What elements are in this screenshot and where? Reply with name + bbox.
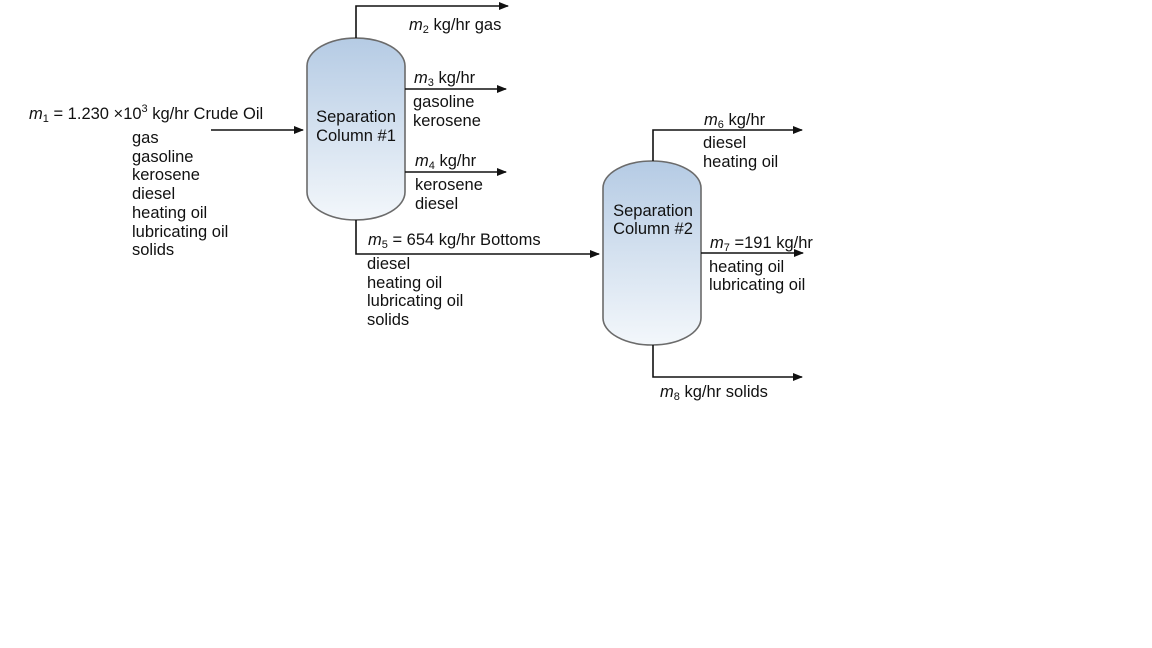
stream-m2-label: m2 kg/hr gas [409,16,501,36]
stream-m7: m7 =191 kg/hr heating oil lubricating oi… [709,234,813,294]
stream-arrow-m5 [355,220,600,258]
stream-m2: m2 kg/hr gas [409,16,501,36]
stream-m7-label: m7 =191 kg/hr [710,234,813,254]
stream-m1-component: gasoline [132,148,193,166]
stream-m4: m4 kg/hr kerosene diesel [415,152,483,213]
stream-m5-component: diesel [367,255,410,273]
stream-m1-component: lubricating oil [132,223,228,241]
column-2-label-line1: Separation [613,202,693,220]
stream-arrow-m6 [652,126,803,161]
stream-m5: m5 = 654 kg/hr Bottoms diesel heating oi… [367,231,541,329]
column-1-label-line1: Separation [316,108,396,126]
stream-m5-component: heating oil [367,274,442,292]
stream-m5-label: m5 = 654 kg/hr Bottoms [368,231,541,251]
stream-m3-component: kerosene [413,112,481,130]
stream-m6-component: diesel [703,134,746,152]
stream-arrow-m8 [652,345,803,381]
separation-column-1: Separation Column #1 [306,37,406,221]
stream-m1-component: solids [132,241,174,259]
stream-m5-component: solids [367,311,409,329]
stream-m1: m1 = 1.230 ×103 kg/hr Crude Oil gas gaso… [29,103,263,259]
stream-m7-component: heating oil [709,258,784,276]
column-1-label-line2: Column #1 [316,127,396,145]
stream-m1-component: gas [132,129,159,147]
stream-m1-component: diesel [132,185,175,203]
stream-m8-label: m8 kg/hr solids [660,383,768,403]
stream-m1-component: heating oil [132,204,207,222]
stream-m3: m3 kg/hr gasoline kerosene [413,69,481,130]
column-2-label-line2: Column #2 [613,220,693,238]
stream-arrow-m2 [355,2,509,38]
stream-m8: m8 kg/hr solids [660,383,768,403]
stream-m5-component: lubricating oil [367,292,463,310]
separation-column-2: Separation Column #2 [602,160,702,346]
stream-m6-label: m6 kg/hr [704,111,766,131]
stream-m1-component: kerosene [132,166,200,184]
flow-lines [211,2,804,381]
stream-m7-component: lubricating oil [709,276,805,294]
stream-m4-label: m4 kg/hr [415,152,477,172]
stream-m4-component: diesel [415,195,458,213]
stream-m6-component: heating oil [703,153,778,171]
stream-m3-label: m3 kg/hr [414,69,476,89]
stream-m1-label: m1 = 1.230 ×103 kg/hr Crude Oil [29,103,263,125]
stream-m3-component: gasoline [413,93,474,111]
stream-m6: m6 kg/hr diesel heating oil [703,111,778,171]
stream-m4-component: kerosene [415,176,483,194]
